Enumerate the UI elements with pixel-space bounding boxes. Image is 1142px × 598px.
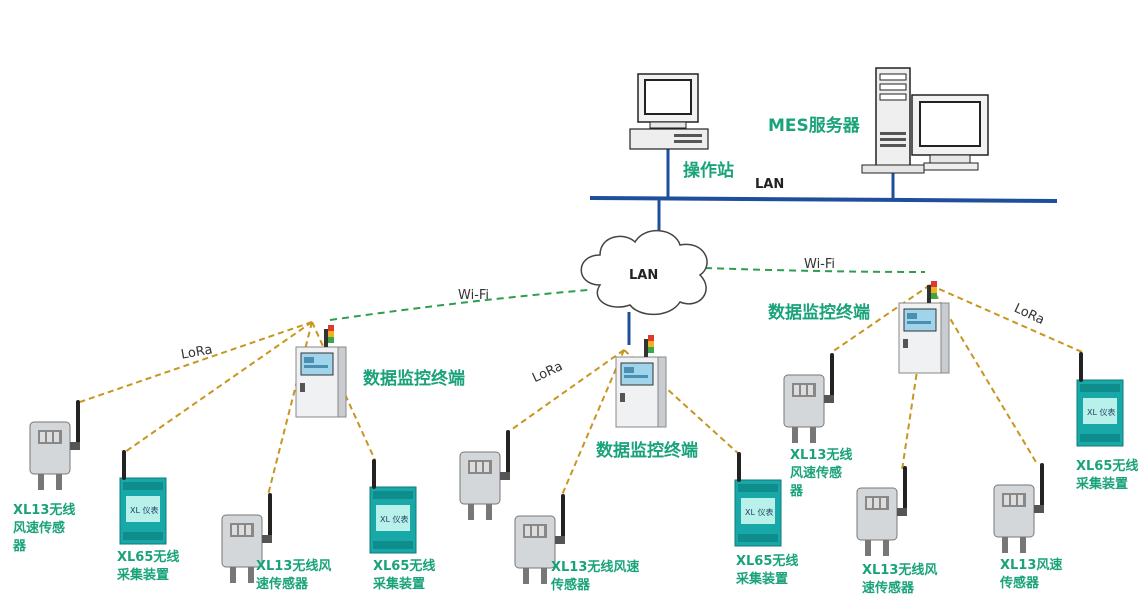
wind-sensor-icon: [993, 462, 1045, 554]
wifi-link-left: [329, 289, 589, 321]
sensor-label-9: XL13风速 传感器: [1000, 558, 1063, 591]
wind-sensor-icon: [459, 429, 511, 521]
wind-sensor-icon: [856, 465, 908, 557]
wifi-label-right: Wi-Fi: [804, 257, 836, 272]
collector-module-icon: [369, 458, 417, 554]
collector-module-icon: [1076, 351, 1124, 447]
wind-sensor-icon: [783, 352, 835, 444]
sensor-label-2: XL65无线 采集装置: [117, 550, 180, 583]
sensor-label-8: XL13无线风 速传感器: [862, 563, 938, 596]
collector-module-icon: [119, 449, 167, 545]
monitoring-terminal-icon-mid: [615, 334, 667, 428]
lora-links-mid: [507, 349, 741, 496]
operator-station-computer-icon: [629, 73, 709, 150]
lan-bus-line: [589, 196, 1058, 203]
wifi-link-right: [704, 267, 926, 273]
mes-server-label: MES服务器: [768, 116, 860, 136]
sensor-label-6: XL65无线 采集装置: [736, 554, 799, 587]
sensor-label-4: XL65无线 采集装置: [373, 559, 436, 592]
station-label: 操作站: [683, 161, 734, 181]
monitoring-terminal-icon-right: [898, 280, 950, 374]
sensor-label-5: XL13无线风速 传感器: [551, 560, 640, 593]
cloud-label: LAN: [629, 268, 659, 283]
lan-bus-label: LAN: [755, 177, 785, 192]
monitoring-terminal-icon-left: [295, 324, 347, 418]
sensor-label-1: XL13无线 风速传感 器: [13, 503, 76, 554]
sensor-label-7: XL13无线 风速传感 器: [790, 448, 853, 499]
mes-server-icon: [861, 67, 989, 174]
sensor-label-3: XL13无线风 速传感器: [256, 559, 332, 592]
terminal-label-right: 数据监控终端: [768, 303, 870, 323]
cloud-icon: [580, 229, 708, 316]
terminal-label-left: 数据监控终端: [363, 369, 465, 389]
wind-sensor-icon: [29, 399, 81, 491]
collector-module-icon: [734, 451, 782, 547]
terminal-label-mid: 数据监控终端: [596, 441, 698, 461]
sensor-label-10: XL65无线 采集装置: [1076, 459, 1139, 492]
wifi-label-left: Wi-Fi: [458, 288, 490, 303]
